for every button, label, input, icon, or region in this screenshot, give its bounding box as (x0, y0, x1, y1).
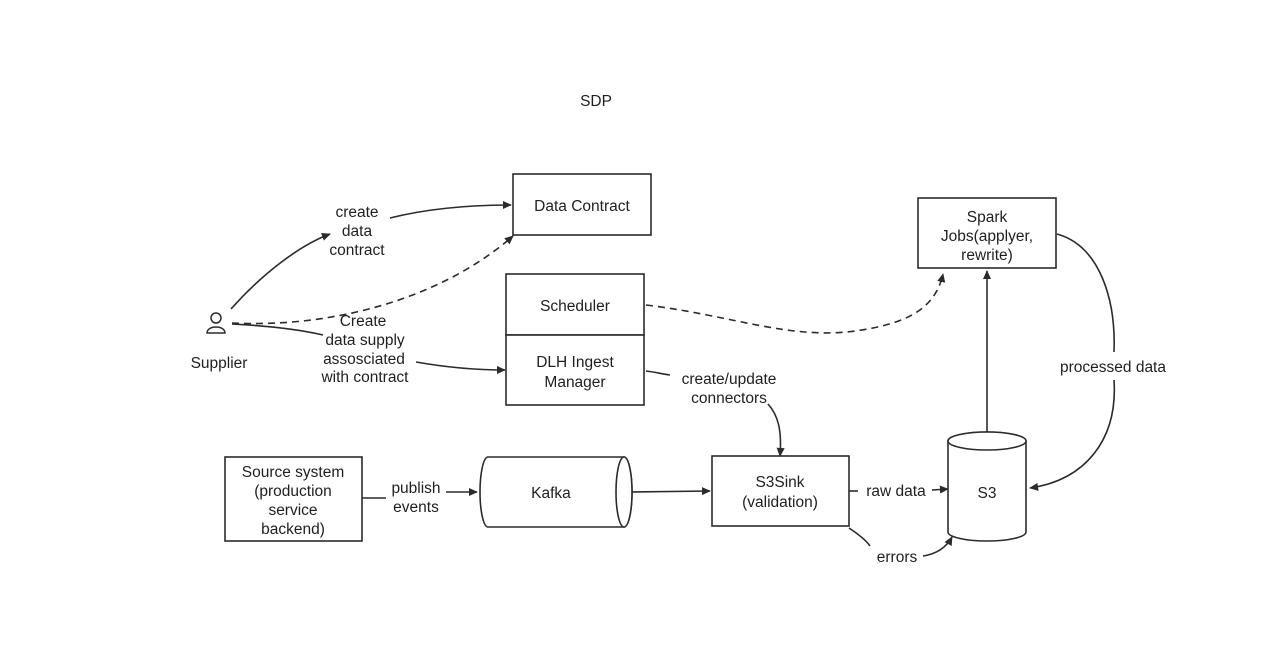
edge-supplier-to-contract (230, 232, 331, 310)
node-source-system: Source system (production service backen… (224, 456, 363, 542)
edge-ingest-to-sink (645, 370, 671, 376)
edge-sink-errors (848, 527, 871, 547)
label-create-contract-1: create (335, 204, 378, 221)
node-s3sink: S3Sink (validation) (711, 455, 850, 527)
edge-supplier-to-contract-upper (389, 200, 512, 219)
node-data-contract-label: Data Contract (534, 198, 630, 215)
node-s3sink-label-1: S3Sink (755, 474, 804, 491)
label-raw-data: raw data (866, 483, 926, 500)
node-source-label-4: backend) (261, 521, 325, 538)
label-create-update: create/update connectors (682, 371, 777, 407)
node-s3: S3 (947, 431, 1027, 542)
node-supplier-label: Supplier (191, 355, 248, 372)
node-spark-jobs: Spark Jobs(applyer, rewrite) (917, 197, 1057, 269)
edge-supplier-dashed-contract (231, 235, 514, 325)
edge-spark-processed-data (1056, 233, 1115, 353)
node-spark-jobs-label-3: rewrite) (961, 247, 1013, 264)
node-s3sink-label-2: (validation) (742, 494, 818, 511)
node-data-contract: Data Contract (512, 173, 652, 236)
label-publish-events: publish events (391, 480, 440, 516)
label-create-supply-2: data supply (325, 332, 405, 349)
label-create-contract: create data contract (329, 204, 385, 259)
node-dlh-ingest-manager: DLH Ingest Manager (505, 334, 645, 406)
edge-errors-to-s3 (922, 536, 953, 557)
edge-scheduler-to-spark (645, 273, 946, 334)
label-publish-events-2: events (393, 499, 439, 516)
node-s3-label: S3 (978, 485, 997, 502)
diagram-title: SDP (580, 93, 612, 110)
label-create-contract-3: contract (329, 242, 385, 259)
label-processed-data: processed data (1060, 359, 1166, 376)
label-create-contract-2: data (342, 223, 373, 240)
label-create-update-1: create/update (682, 371, 777, 388)
edge-processed-data-to-s3 (1029, 379, 1116, 491)
edge-raw-data-to-s3 (931, 485, 949, 494)
node-supplier: Supplier (191, 312, 248, 372)
edge-ingest-to-sink-lower (767, 403, 785, 457)
label-create-supply-1: Create (340, 313, 387, 330)
label-errors: errors (877, 549, 918, 566)
edge-kafka-to-sink (631, 487, 711, 496)
node-kafka-label: Kafka (531, 485, 571, 502)
node-kafka: Kafka (479, 456, 633, 528)
node-source-label-2: (production (254, 483, 332, 500)
node-scheduler-label: Scheduler (540, 298, 610, 315)
edge-supplier-to-ingest-lower (415, 361, 506, 375)
label-create-supply-4: with contract (320, 369, 409, 386)
node-ingest-label-1: DLH Ingest (536, 354, 614, 371)
user-icon (206, 312, 226, 334)
node-scheduler: Scheduler (505, 273, 645, 336)
node-source-label-3: service (268, 502, 317, 519)
label-create-supply: Create data supply assosciated with cont… (320, 313, 409, 386)
node-spark-jobs-label-2: Jobs(applyer, (941, 228, 1033, 245)
node-spark-jobs-label-1: Spark (967, 209, 1008, 226)
edge-supplier-to-ingest (231, 323, 324, 336)
node-source-label-1: Source system (242, 464, 345, 481)
label-create-update-2: connectors (691, 390, 767, 407)
label-create-supply-3: assosciated (323, 351, 405, 368)
label-publish-events-1: publish (391, 480, 440, 497)
node-ingest-label-2: Manager (544, 374, 605, 391)
